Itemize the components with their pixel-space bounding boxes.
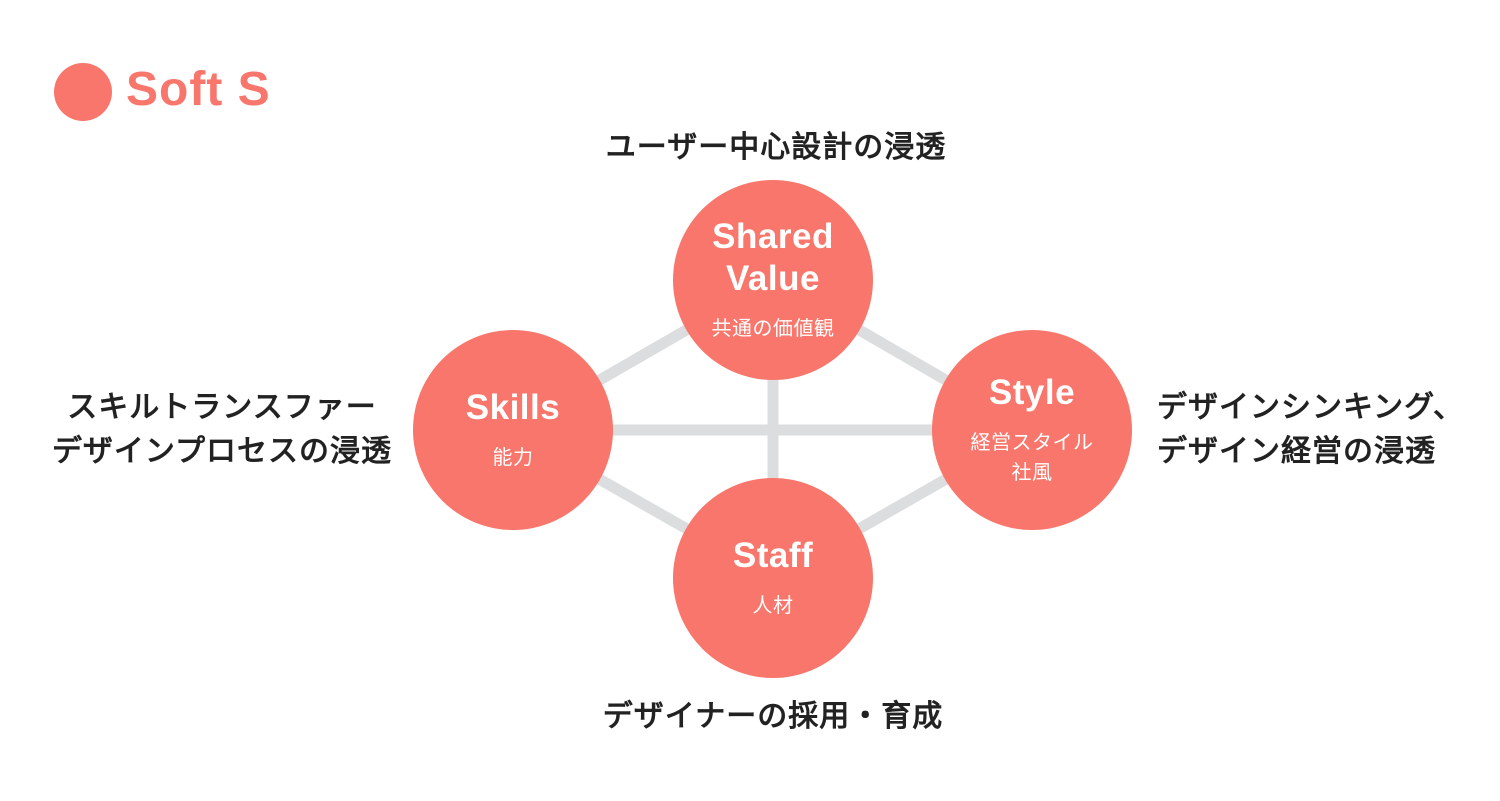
annotation-left-line1: スキルトランスファー [67, 391, 377, 424]
node-style-subtitle-line1: 経営スタイル [970, 432, 1094, 454]
node-style-subtitle-line2: 社風 [1011, 462, 1053, 484]
node-skills: Skills 能力 [413, 330, 613, 530]
legend-dot-icon [54, 63, 112, 121]
node-shared-value-title: Shared Value [712, 217, 834, 298]
node-staff: Staff 人材 [673, 478, 873, 678]
annotation-right-line2: デザイン経営の浸透 [1157, 435, 1436, 468]
node-skills-subtitle: 能力 [492, 447, 534, 469]
annotation-bottom: デザイナーの採用・育成 [602, 700, 944, 733]
node-shared-value-subtitle: 共通の価値観 [711, 318, 835, 340]
annotation-right: デザインシンキング、 デザイン経営の浸透 [1157, 386, 1497, 474]
diagram-title: Soft S [126, 63, 271, 116]
node-staff-title: Staff [732, 536, 814, 575]
annotation-right-line1: デザインシンキング、 [1157, 391, 1464, 424]
annotation-left-line2: デザインプロセスの浸透 [51, 435, 393, 468]
node-style-subtitle: 経営スタイル 社風 [971, 428, 1094, 488]
node-skills-title: Skills [465, 388, 561, 427]
node-staff-subtitle: 人材 [752, 595, 794, 617]
node-style-title: Style [988, 373, 1076, 412]
node-shared-value: Shared Value 共通の価値観 [673, 180, 873, 380]
annotation-left: スキルトランスファー デザインプロセスの浸透 [22, 386, 422, 474]
node-style: Style 経営スタイル 社風 [932, 330, 1132, 530]
legend-header: Soft S [54, 63, 271, 121]
annotation-top: ユーザー中心設計の浸透 [605, 131, 947, 164]
